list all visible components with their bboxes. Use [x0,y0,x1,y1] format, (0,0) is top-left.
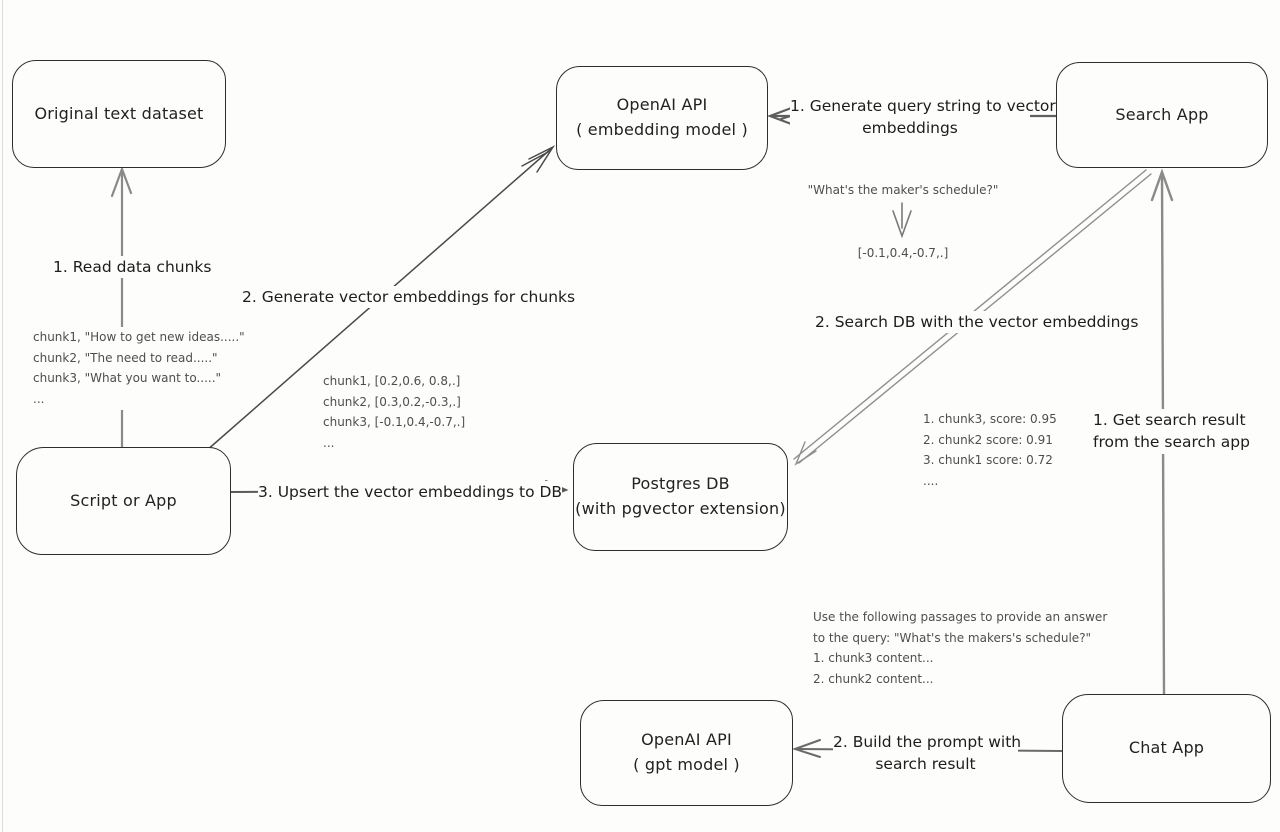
label-line2: from the search app [1093,433,1250,452]
box-original-text-dataset: Original text dataset [12,60,226,168]
annotation-line: to the query: "What's the makers's sched… [813,630,1092,645]
label-line2: search result [875,755,976,774]
annotation-line: 2. chunk2 content... [813,671,934,686]
arrow-head [794,441,817,466]
box-script-or-app: Script or App [16,447,231,555]
label-get-search-result: 1. Get search result from the search app [1093,409,1250,454]
label-generate-query-string: 1. Generate query string to vector embed… [790,95,1056,140]
box-label: Original text dataset [34,103,204,123]
box-label-line1: Postgres DB [631,474,730,494]
annotation-line: chunk3, [-0.1,0.4,-0.7,.] [323,415,466,430]
annotation-line: chunk1, "How to get new ideas....." [33,330,245,344]
annotation-line: Use the following passages to provide an… [813,610,1108,624]
arrow-query-to-vector [892,202,912,239]
annotation-line: chunk3, "What you want to....." [33,371,222,386]
arrow-head [1150,168,1174,202]
annotation-search-scores: 1. chunk3, score: 0.95 2. chunk2 score: … [923,409,1057,492]
annotation-line: chunk2, [0.3,0.2,-0.3,.] [323,394,461,409]
box-search-app: Search App [1056,62,1268,168]
label-build-prompt: 2. Build the prompt with search result [833,731,1022,776]
arrow-head [528,145,556,173]
annotation-query-vector: [-0.1,0.4,-0.7,.] [795,243,1011,264]
arrow-head [110,165,133,198]
box-label-line1: OpenAI API [616,95,708,115]
label-line1: 1. Generate query string to vector [790,97,1056,115]
label-generate-embeddings: 2. Generate vector embeddings for chunks [242,286,576,309]
annotation-line: 2. chunk2 score: 0.91 [923,432,1053,447]
annotation-line: 1. chunk3 content... [813,651,934,666]
arrow-head [892,210,912,239]
page-edge-line [2,0,3,832]
box-openai-embedding: OpenAI API ( embedding model ) [556,66,768,170]
annotation-line: .... [923,473,939,488]
box-label: Chat App [1128,738,1205,758]
box-label: Script or App [70,490,177,510]
annotation-query-text: "What's the maker's schedule?" [795,180,1011,201]
label-line1: 1. Get search result [1093,411,1246,429]
label-upsert-embeddings: 3. Upsert the vector embeddings to DB [258,481,563,504]
box-label-line1: OpenAI API [641,730,732,750]
label-search-db: 2. Search DB with the vector embeddings [815,311,1139,334]
annotation-line: ... [323,435,335,450]
annotation-line: chunk2, "The need to read....." [33,350,218,365]
label-line2: embeddings [862,119,958,138]
box-label: Search App [1115,104,1209,124]
box-label-line2: ( gpt model ) [633,755,740,774]
box-openai-gpt: OpenAI API ( gpt model ) [580,700,793,806]
label-read-data-chunks: 1. Read data chunks [53,256,212,279]
annotation-line: 3. chunk1 score: 0.72 [923,453,1053,468]
annotation-line: chunk1, [0.2,0.6, 0.8,.] [323,374,461,388]
box-postgres-db: Postgres DB (with pgvector extension) [573,443,788,551]
annotation-chunk-list: chunk1, "How to get new ideas....." chun… [33,327,245,410]
annotation-chunk-vectors: chunk1, [0.2,0.6, 0.8,.] chunk2, [0.3,0.… [323,371,466,454]
annotation-line: 1. chunk3, score: 0.95 [923,412,1057,426]
box-label-line2: ( embedding model ) [576,120,748,139]
box-chat-app: Chat App [1062,694,1271,803]
arrow-head-extra [521,151,549,167]
annotation-prompt-preview: Use the following passages to provide an… [813,607,1108,690]
label-line1: 2. Build the prompt with [833,733,1022,751]
annotation-line: ... [33,391,45,406]
box-label-line2: (with pgvector extension) [575,499,786,518]
arrow-head [791,739,821,758]
